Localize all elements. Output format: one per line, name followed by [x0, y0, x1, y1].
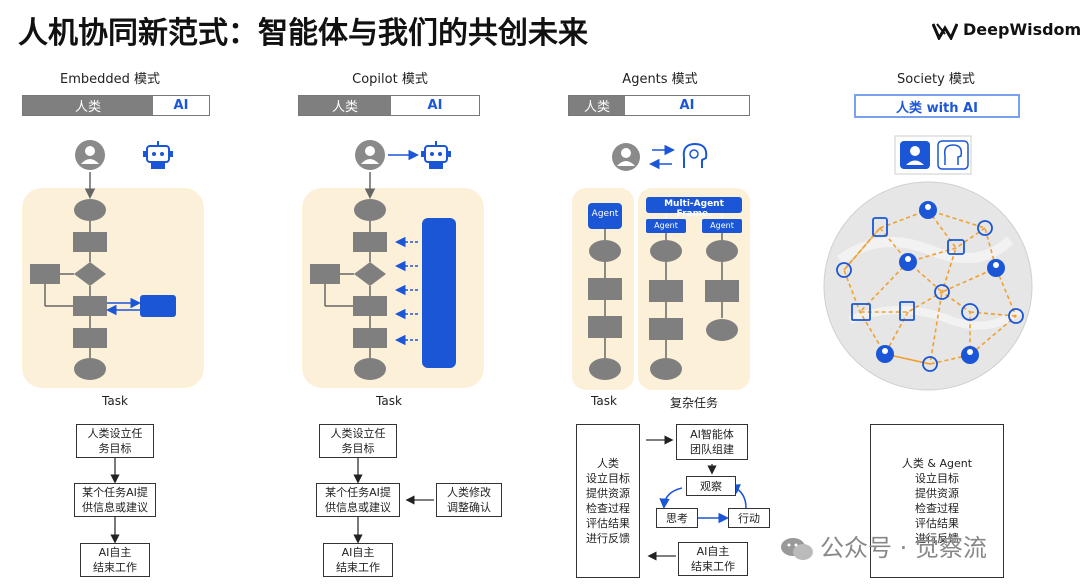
human-share: 人类 — [23, 96, 153, 115]
task-label: Task — [591, 394, 617, 408]
node-chat-icon — [947, 239, 965, 255]
flow-step-ai-finish: AI自主 结束工作 — [80, 543, 150, 577]
copilot-title: Copilot 模式 — [352, 72, 428, 87]
flow-step-set-goal: 人类设立任 务目标 — [319, 424, 397, 458]
society-title: Society 模式 — [897, 72, 975, 87]
brand-logo: DeepWisdom — [932, 20, 1080, 40]
watermark-text: 公众号 · 觉察流 — [820, 534, 987, 562]
ai-head-icon — [937, 140, 969, 170]
flow-step-ai-finish: AI自主 结束工作 — [323, 543, 393, 577]
flow-step-human-adjust: 人类修改 调整确认 — [436, 483, 502, 517]
copilot-ratio-bar: 人类 AI — [298, 95, 480, 116]
node-tablet-icon — [872, 217, 888, 237]
copilot-ai-panel — [422, 218, 456, 368]
flow-step-ai-suggest: 某个任务AI提 供信息或建议 — [316, 483, 400, 517]
task-area — [302, 188, 484, 388]
sub-agent-label: Agent — [654, 221, 678, 230]
flow-step-set-goal: 人类设立任 务目标 — [76, 424, 154, 458]
human-agent-role-box: 人类 & Agent 设立目标 提供资源 检查过程 评估结果 进行反馈 — [870, 424, 1004, 578]
sub-agent-label: Agent — [710, 221, 734, 230]
flow-step-think: 思考 — [656, 508, 698, 528]
logo-text: DeepWisdom — [963, 20, 1080, 39]
society-diagram — [823, 135, 1033, 391]
deepwisdom-logo-icon — [932, 22, 958, 40]
flow-step-ai-finish: AI自主 结束工作 — [678, 542, 748, 576]
node-ai-icon — [1008, 308, 1024, 324]
task-area — [22, 188, 204, 388]
complex-task-label: 复杂任务 — [669, 396, 718, 410]
human-share: 人类 — [569, 96, 625, 115]
human-share: 人类 — [299, 96, 391, 115]
node-ai-icon — [922, 356, 938, 372]
embedded-ratio-bar: 人类 AI — [22, 95, 210, 116]
task-label: Task — [376, 394, 402, 408]
embedded-title: Embedded 模式 — [59, 72, 160, 87]
ai-module — [140, 295, 176, 317]
ai-share: AI — [391, 96, 479, 115]
node-document-icon — [899, 301, 915, 321]
node-gear-icon — [961, 303, 979, 321]
node-ai-icon — [977, 220, 993, 236]
multi-agent-frame-label: Multi-Agent Frame. — [664, 199, 724, 219]
ai-head-icon — [682, 142, 708, 168]
flow-step-ai-suggest: 某个任务AI提 供信息或建议 — [74, 483, 156, 517]
watermark: 公众号 · 觉察流 — [780, 528, 987, 563]
wechat-icon — [781, 538, 813, 560]
task-label: Task — [102, 394, 128, 408]
ai-share: AI — [153, 96, 209, 115]
person-icon — [900, 141, 930, 169]
agent-label: Agent — [591, 209, 619, 219]
embedded-diagram — [22, 140, 204, 388]
ai-share: AI — [625, 96, 749, 115]
robot-icon — [143, 141, 173, 169]
flow-step-team-build: AI智能体 团队组建 — [676, 424, 748, 460]
flow-step-act: 行动 — [728, 508, 770, 528]
node-ai-icon — [934, 284, 950, 300]
agents-diagram — [572, 142, 750, 390]
node-book-icon — [851, 303, 871, 321]
robot-icon — [421, 141, 451, 169]
human-role-box: 人类 设立目标 提供资源 检查过程 评估结果 进行反馈 — [576, 424, 640, 578]
society-bar: 人类 with AI — [854, 94, 1020, 118]
page-title: 人机协同新范式：智能体与我们的共创未来 — [18, 16, 588, 51]
agents-ratio-bar: 人类 AI — [568, 95, 750, 116]
node-ai-icon — [836, 262, 852, 278]
agents-title: Agents 模式 — [622, 72, 698, 87]
flow-step-observe: 观察 — [686, 476, 736, 496]
copilot-diagram — [302, 140, 484, 388]
